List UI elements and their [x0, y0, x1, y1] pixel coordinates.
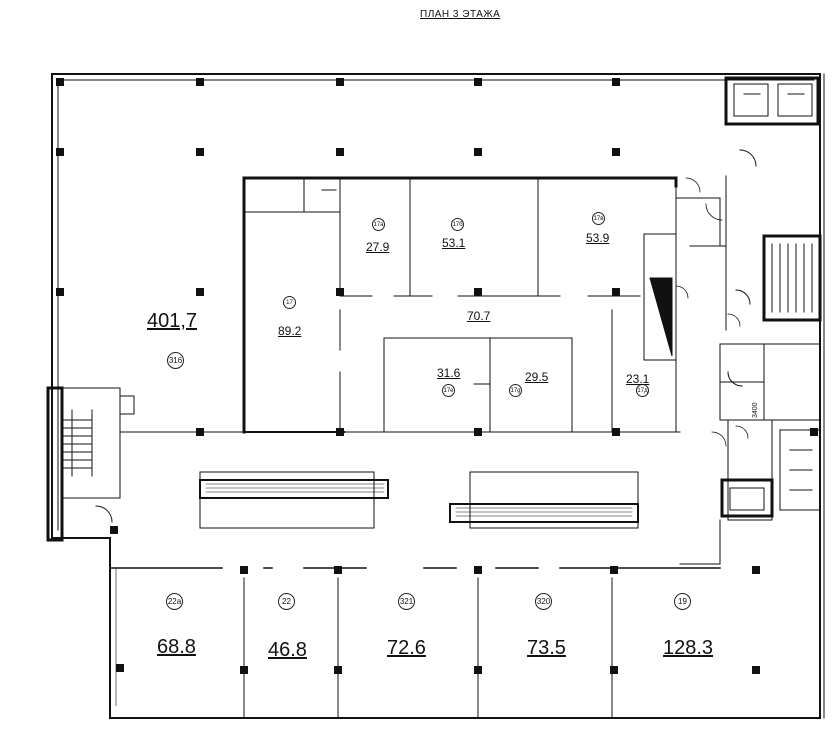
plan-title: ПЛАН 3 ЭТАЖА — [420, 9, 501, 20]
room-tag-17g: 17g — [509, 384, 522, 397]
area-label-17g: 29.5 — [525, 370, 549, 384]
dimension-note: 3400 — [752, 402, 759, 418]
room-tag-321: 321 — [398, 593, 415, 610]
room-tag-17v: 17в — [592, 212, 605, 225]
service-core — [675, 76, 822, 565]
room-tag-17: 17 — [283, 296, 296, 309]
area-label-316: 401,7 — [147, 310, 198, 332]
room-tag-22a: 22а — [166, 593, 183, 610]
area-label-17d: 23.1 — [626, 372, 650, 386]
room-tag-17b: 17б — [451, 218, 464, 231]
room-tag-19: 19 — [674, 593, 691, 610]
door-swings — [675, 177, 749, 447]
room-tag-22: 22 — [278, 593, 295, 610]
area-label-17e: 31.6 — [437, 366, 461, 380]
area-label-321: 72.6 — [387, 637, 426, 659]
area-label-22: 46.8 — [268, 639, 307, 661]
area-label-corridor: 70.7 — [467, 309, 491, 323]
room-tag-17a: 17а — [372, 218, 385, 231]
core-walls — [119, 176, 681, 434]
escalators — [199, 471, 639, 529]
area-label-17: 89.2 — [278, 324, 302, 338]
columns — [56, 78, 818, 674]
room-tag-320: 320 — [535, 593, 552, 610]
area-label-19: 128.3 — [663, 637, 714, 659]
area-label-17b: 53.1 — [442, 236, 466, 250]
left-stair — [46, 386, 135, 542]
room-tag-17d: 17д — [636, 384, 649, 397]
area-label-22a: 68.8 — [157, 636, 196, 658]
room-tag-17e: 17е — [442, 384, 455, 397]
room-tag-316: 316 — [167, 352, 184, 369]
outer-walls — [51, 73, 825, 719]
area-label-17a: 27.9 — [366, 240, 390, 254]
area-label-17v: 53.9 — [586, 231, 610, 245]
area-label-320: 73.5 — [527, 637, 566, 659]
